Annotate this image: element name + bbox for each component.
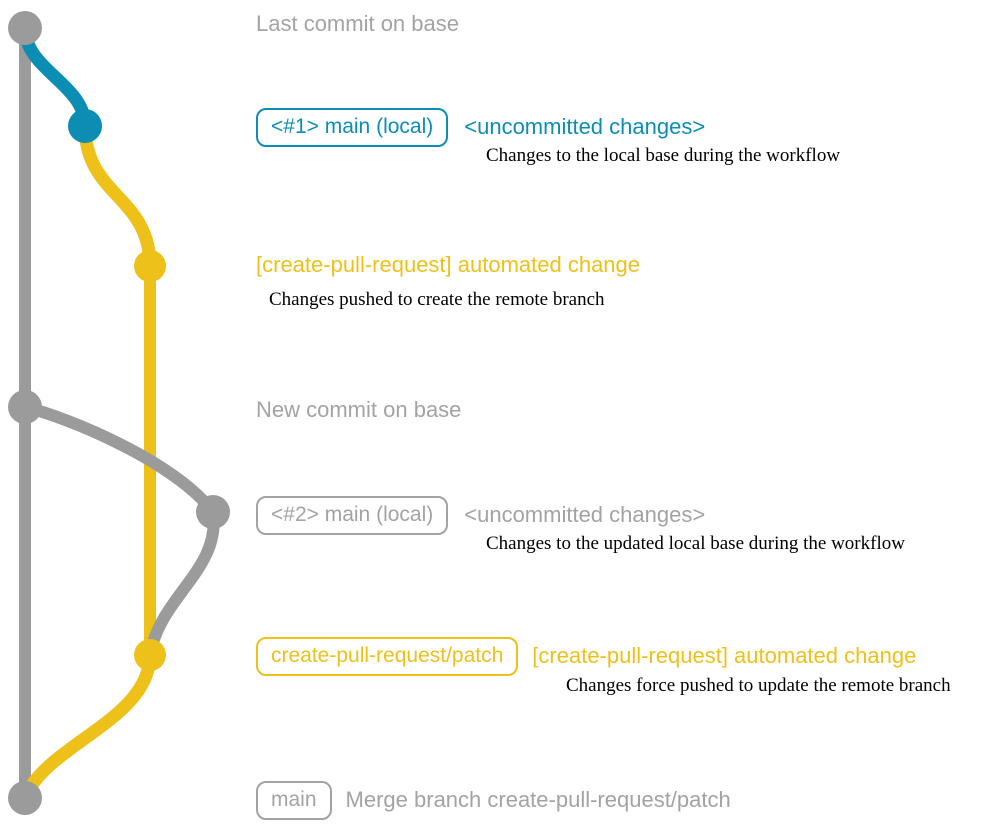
row-automated-change-2: create-pull-request/patch [create-pull-r… — [256, 637, 917, 677]
commit-node-patch-2[interactable] — [134, 639, 166, 671]
branch-pill-patch[interactable]: create-pull-request/patch — [256, 637, 519, 677]
row-local-2: <#2> main (local) <uncommitted changes> — [256, 496, 706, 536]
row-new-commit-on-base: New commit on base — [256, 397, 462, 422]
branch-pill-main[interactable]: main — [256, 781, 332, 821]
automated-1-description: Changes pushed to create the remote bran… — [269, 289, 605, 310]
branch-pill-local-1[interactable]: <#1> main (local) — [256, 108, 449, 148]
edge-patch-2-to-merge — [18, 648, 157, 805]
commit-node-local-1[interactable] — [68, 109, 102, 143]
new-commit-headline: New commit on base — [256, 397, 462, 422]
last-commit-headline: Last commit on base — [256, 11, 459, 36]
commit-node-patch-1[interactable] — [134, 250, 166, 282]
commit-node-base-head[interactable] — [8, 11, 42, 45]
edge-local-2-to-patch-2 — [144, 506, 220, 661]
automated-1-headline: [create-pull-request] automated change — [256, 252, 641, 277]
commit-node-merge[interactable] — [8, 781, 42, 815]
commit-node-local-2[interactable] — [196, 495, 230, 529]
automated-2-headline: [create-pull-request] automated change — [532, 643, 917, 669]
local-2-headline: <uncommitted changes> — [464, 502, 706, 528]
commit-node-base-new[interactable] — [8, 390, 42, 424]
edge-base-to-local-1 — [18, 21, 92, 133]
edge-base-new-to-local-2 — [19, 401, 219, 518]
local-1-description: Changes to the local base during the wor… — [486, 145, 841, 166]
merge-headline: Merge branch create-pull-request/patch — [345, 787, 731, 813]
branch-pill-local-2[interactable]: <#2> main (local) — [256, 496, 449, 536]
row-merge-commit: main Merge branch create-pull-request/pa… — [256, 781, 731, 821]
local-1-headline: <uncommitted changes> — [464, 114, 706, 140]
edge-local-1-to-patch-1 — [78, 119, 157, 273]
automated-2-description: Changes force pushed to update the remot… — [566, 675, 951, 696]
row-automated-change-1: [create-pull-request] automated change — [256, 252, 641, 277]
local-2-description: Changes to the updated local base during… — [486, 533, 905, 554]
row-local-1: <#1> main (local) <uncommitted changes> — [256, 108, 706, 148]
row-last-commit-on-base: Last commit on base — [256, 11, 459, 36]
